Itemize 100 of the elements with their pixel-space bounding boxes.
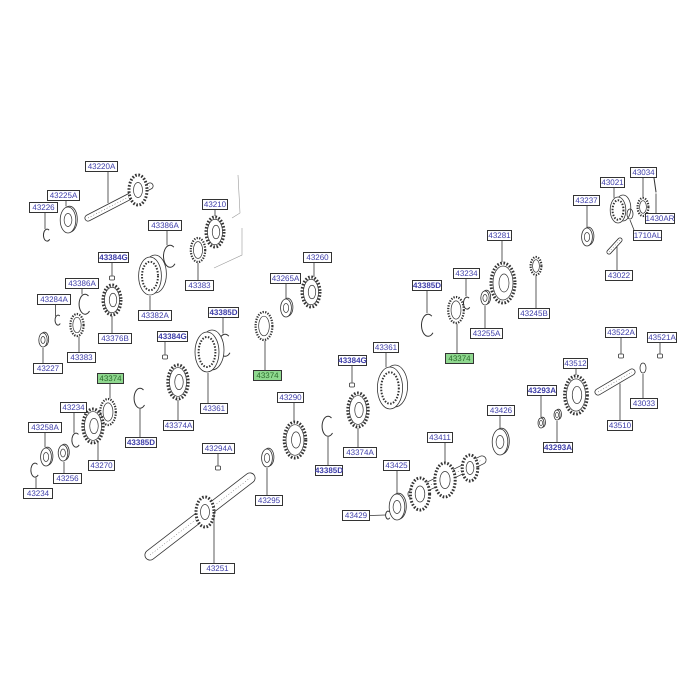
- key-drawing: [215, 466, 221, 470]
- leader-line: [642, 178, 644, 198]
- part-number-label: 43270: [88, 460, 115, 471]
- part-number-label: 43255A: [470, 328, 503, 339]
- sleeve-drawing: [138, 254, 167, 296]
- bearing-drawing: [581, 226, 594, 246]
- key-drawing: [109, 276, 115, 280]
- part-number-label: 43260: [303, 252, 332, 263]
- gear-drawing: [346, 392, 370, 428]
- key-drawing: [162, 354, 168, 360]
- pin-drawing: [654, 178, 656, 192]
- leader-line: [620, 338, 622, 354]
- part-number-label: 43386A: [65, 278, 99, 289]
- circlip-drawing: [385, 510, 390, 520]
- bearing-drawing: [480, 290, 492, 306]
- leader-line: [630, 220, 634, 230]
- shaft-drawing: [408, 454, 486, 512]
- part-number-label: 43385D: [208, 307, 239, 318]
- part-number-label: 43374A: [163, 420, 194, 431]
- leader-line: [266, 468, 268, 496]
- leader-line: [222, 318, 224, 334]
- gear-drawing: [300, 276, 322, 308]
- part-number-label: 43021: [600, 177, 625, 188]
- leader-line: [214, 210, 216, 216]
- part-number-label: 43237: [573, 195, 600, 206]
- part-number-label: 1710AL: [633, 230, 662, 241]
- part-number-label: 43521A: [647, 332, 677, 343]
- part-number-label: 43210: [202, 199, 228, 210]
- leader-line: [396, 470, 398, 494]
- part-number-label: 43245B: [518, 308, 550, 319]
- part-number-label: 43034: [630, 167, 657, 178]
- part-number-label: 43522A: [605, 327, 637, 338]
- o-ring-drawing: [640, 362, 646, 374]
- leader-line: [55, 304, 56, 317]
- key-drawing: [349, 382, 355, 388]
- circlip-drawing: [421, 314, 434, 337]
- bearing-drawing: [554, 408, 562, 420]
- part-number-label: 43294A: [202, 443, 235, 454]
- part-number-label: 43374A: [343, 447, 377, 458]
- circlip-drawing: [163, 244, 176, 268]
- part-number-label: 43385D: [412, 280, 442, 291]
- part-number-label: 43383: [67, 352, 96, 363]
- gear-drawing: [563, 374, 589, 416]
- part-number-label: 43220A: [85, 161, 118, 172]
- synchro-ring-drawing: [254, 310, 274, 342]
- part-number-label: 43382A: [138, 310, 172, 321]
- part-number-label: 43411: [427, 432, 453, 443]
- part-number-label: 43374: [445, 353, 474, 364]
- shaft-drawing: [144, 472, 256, 560]
- part-number-label: 43265A: [270, 273, 301, 284]
- leader-line: [616, 246, 618, 270]
- part-number-label: 43251: [200, 563, 235, 574]
- bearing-drawing: [261, 448, 274, 468]
- bearing-drawing: [40, 446, 54, 466]
- o-ring-drawing: [626, 208, 634, 220]
- part-number-label: 43033: [630, 398, 658, 409]
- part-number-label: 43022: [605, 270, 633, 281]
- part-number-label: 43256: [53, 473, 82, 484]
- part-number-label: 43284A: [37, 294, 71, 305]
- part-number-label: 43425: [383, 460, 410, 471]
- bearing-drawing: [388, 492, 407, 520]
- leader-line: [264, 340, 266, 370]
- leader-line: [456, 324, 458, 354]
- circlip-drawing: [54, 314, 61, 326]
- part-number-label: 43512: [563, 358, 588, 369]
- leader-line: [540, 396, 542, 418]
- circlip-drawing: [30, 462, 39, 478]
- part-number-label: 43385D: [125, 437, 157, 448]
- part-number-label: 43374: [97, 373, 124, 384]
- leader-line: [44, 212, 46, 230]
- part-number-label: 43361: [373, 342, 399, 353]
- shaft-drawing: [84, 174, 154, 222]
- part-number-label: 43386A: [148, 220, 182, 231]
- synchro-ring-drawing: [447, 296, 465, 324]
- leader-line: [484, 306, 486, 328]
- part-number-label: 43376B: [98, 333, 132, 344]
- leader-line: [42, 348, 44, 364]
- bearing-drawing: [492, 428, 510, 456]
- leader-line: [586, 206, 588, 228]
- bearing-drawing: [538, 416, 546, 428]
- gear-drawing: [102, 284, 122, 316]
- part-number-label: 43384G: [98, 252, 129, 263]
- part-number-label: 43290: [277, 392, 304, 403]
- circlip-drawing: [42, 228, 50, 242]
- circlip-drawing: [78, 294, 90, 315]
- part-number-label: 43295: [255, 495, 283, 506]
- circlip-drawing: [134, 388, 145, 409]
- part-number-label: 43258A: [28, 422, 62, 433]
- key-drawing: [657, 354, 663, 358]
- part-number-label: 43429: [342, 510, 370, 521]
- bearing-drawing: [280, 298, 294, 318]
- leader-line: [78, 336, 80, 352]
- leader-line: [44, 432, 46, 448]
- gear-drawing: [282, 420, 308, 460]
- part-number-label: 43227: [33, 363, 63, 374]
- bearing-drawing: [60, 206, 78, 234]
- bearing-drawing: [38, 332, 50, 348]
- leader-line: [444, 442, 446, 462]
- key-drawing: [618, 354, 624, 358]
- circlip-drawing: [322, 416, 333, 437]
